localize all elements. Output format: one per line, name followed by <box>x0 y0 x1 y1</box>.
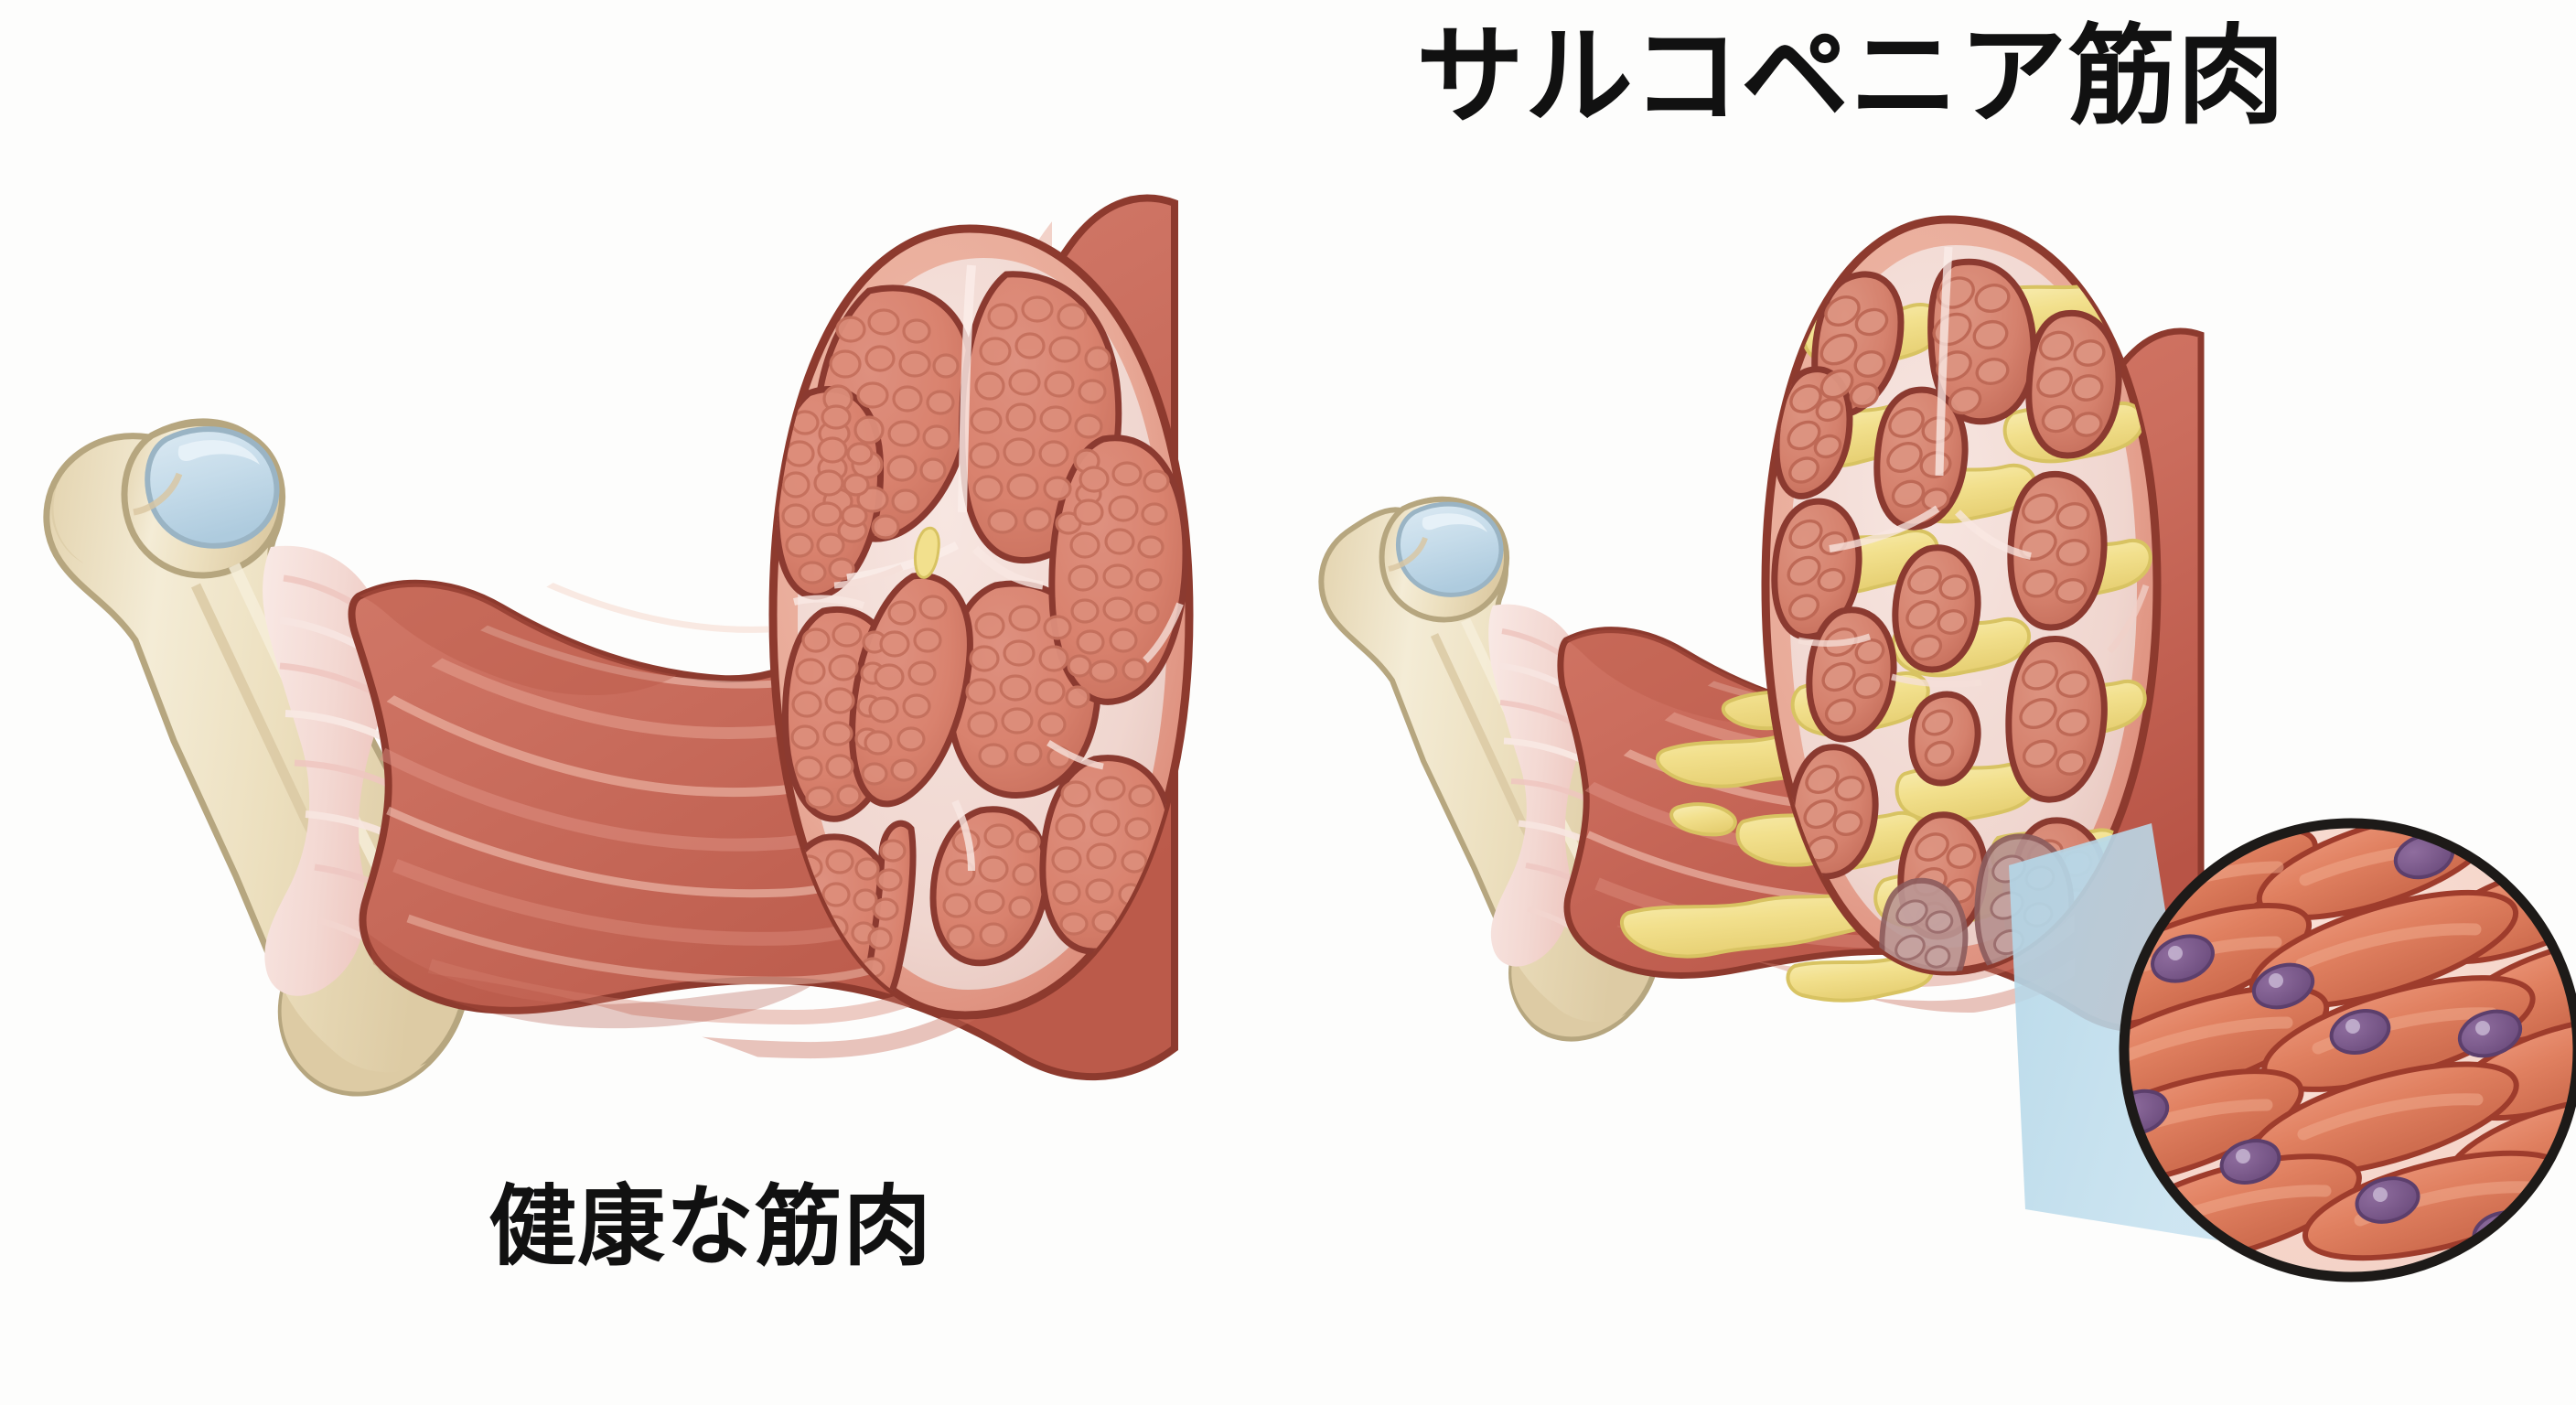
perimysium-septa <box>793 264 1184 872</box>
cross-section-contents <box>773 258 1189 1015</box>
bone-cut-face <box>1511 957 1626 1037</box>
cartilage-highlight <box>177 440 260 465</box>
bone-shade-line-2 <box>133 472 183 516</box>
title-sarcopenia: サルコペニア筋肉 <box>1416 16 2287 137</box>
cartilage-cap-icon <box>145 426 280 549</box>
bone-cut-face <box>281 990 426 1092</box>
nucleus <box>2251 962 2315 1010</box>
sarcopenic-muscle-panel <box>1318 215 2576 1282</box>
perimysium-septa <box>1798 246 2150 688</box>
tendon-fan <box>263 545 391 996</box>
nucleolus-group <box>2168 946 2490 1202</box>
fat-speck <box>1669 802 1737 837</box>
fascicle <box>1908 691 1981 787</box>
fat-streak <box>1786 955 1934 1003</box>
cartilage-highlight <box>1422 513 1487 532</box>
nucleus <box>2329 1009 2391 1055</box>
sarcopenic-cross-section <box>1761 215 2162 976</box>
muscle-fiber <box>2124 1068 2304 1189</box>
fiber-magnification-inset <box>2119 818 2576 1282</box>
nucleus <box>2219 1139 2281 1185</box>
inset-border-circle <box>2119 818 2576 1282</box>
belly-proximal-shade <box>359 583 677 696</box>
fat-speck <box>914 526 940 579</box>
cross-section-contents <box>1771 245 2157 971</box>
nucleus <box>2151 934 2215 983</box>
healthy-cross-section <box>768 224 1194 1020</box>
healthy-muscle-panel <box>43 194 1194 1097</box>
nucleus <box>2355 1176 2420 1224</box>
fiber-texture-healthy <box>781 295 1170 979</box>
belly-distal-shade <box>368 933 814 1029</box>
trochanter-shade <box>51 487 84 563</box>
label-healthy-muscle: 健康な筋肉 <box>488 1178 932 1276</box>
nucleus <box>2457 1009 2523 1058</box>
bone-shade-line-2 <box>1388 536 1428 572</box>
